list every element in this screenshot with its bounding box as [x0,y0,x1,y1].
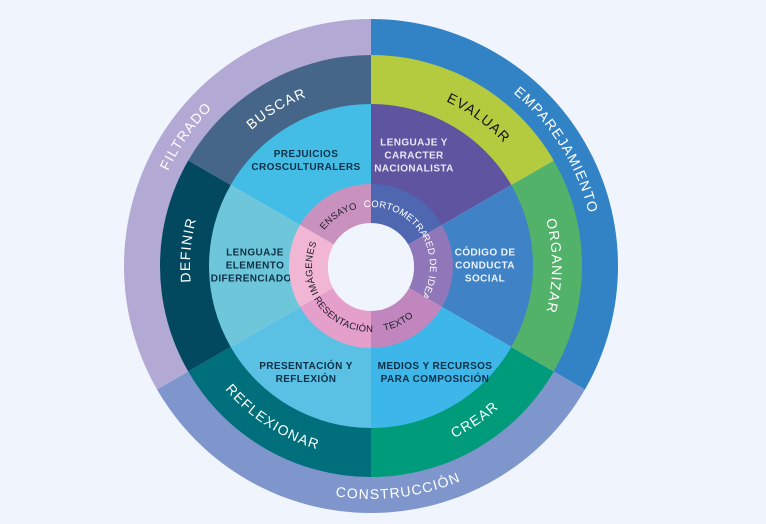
content-label-line: NACIONALISTA [374,164,454,175]
content-label-line: PREJUICIOS [274,149,339,160]
middle-segment-organizar [510,160,582,372]
content-segment-medios-y-recursos-para-composicion [371,306,512,428]
content-label-lenguaje-elemento-diferenciador: LENGUAJE ELEMENTO DIFERENCIADOR [211,248,300,285]
content-segment-presentacion-y-reflexion [230,306,371,428]
inner-segment-cortometraje [371,184,443,245]
middle-segment-buscar [188,55,371,186]
inner-segment-imagenes [289,225,334,307]
middle-segment-definir [160,160,232,372]
middle-label-definir: DEFINIR [177,216,199,284]
inner-segment-texto [371,287,443,348]
content-label-line: CÓDIGO DE [455,246,516,259]
content-segment-prejuicios-crosculturalers [230,103,371,226]
content-label-line: MEDIOS Y RECURSOS [378,361,493,372]
content-label-line: ELEMENTO [226,261,285,272]
middle-label-definir-text: DEFINIR [177,216,198,284]
content-label-line: SOCIAL [465,274,505,285]
content-label-line: PARA COMPOSICIÓN [381,372,490,385]
content-segment-lenguaje-elemento-diferenciador [209,185,301,347]
inner-segment-red-de-ideas [408,225,453,307]
outer-segment-construccion [157,371,585,513]
content-label-line: DIFERENCIADOR [211,274,300,285]
center-hole [328,225,414,311]
outer-segment-filtrado [124,19,371,390]
content-label-line: REFLEXIÓN [276,372,337,385]
content-ring: PREJUICIOS CROSCULTURALERS LENGUAJE Y CARAC… [209,103,533,428]
content-label-line: CROSCULTURALERS [251,162,360,173]
middle-segment-evaluar [371,55,554,186]
content-segment-codigo-de-conducta-social [441,185,533,347]
inner-segment-presentacion [299,287,371,348]
content-segment-lenguaje-y-caracter-nacionalista [371,104,512,226]
content-label-line: LENGUAJE Y [380,138,448,149]
content-label-prejuicios-crosculturalers: PREJUICIOS CROSCULTURALERS [251,149,360,173]
content-label-line: PRESENTACIÓN Y [259,359,353,372]
content-label-lenguaje-y-caracter-nacionalista: LENGUAJE Y CARACTER NACIONALISTA [374,138,454,175]
middle-segment-crear [371,346,554,477]
content-label-line: CARACTER [384,151,444,162]
content-label-line: CONDUCTA [455,261,515,272]
inner-segment-ensayo [299,184,371,245]
outer-segment-emparejamiento [371,19,618,390]
middle-segment-reflexionar [188,346,371,477]
content-label-line: LENGUAJE [226,248,284,259]
content-label-codigo-de-conducta-social: CÓDIGO DE CONDUCTA SOCIAL [455,246,516,285]
